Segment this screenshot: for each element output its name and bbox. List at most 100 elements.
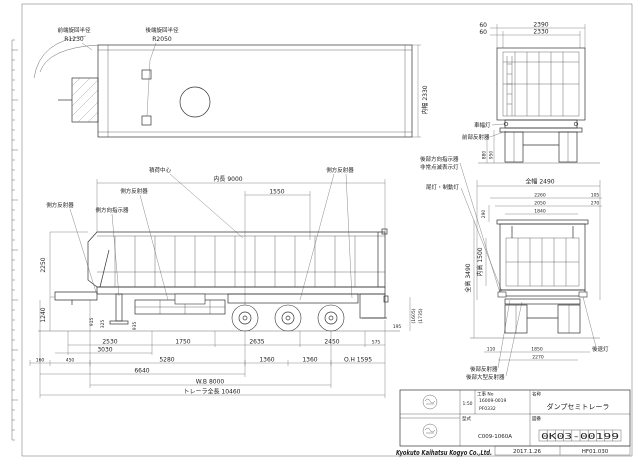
row3-dim: 5280 [159,357,174,364]
plan-square-mark [141,115,152,126]
wheel-centerlines [515,305,570,333]
wheel-centerlines [513,132,569,162]
rear-radius-leader [146,42,157,117]
front-view: 60 2390 60 2330 950 880 車幅灯 前部反射器 [462,22,600,164]
rear-lamp-left [497,291,507,298]
check-stamp [422,423,438,439]
rear-reflector-label: 後部反射器 [470,365,498,373]
load-center-label: 積荷中心 [149,166,172,174]
hazard-lamp-label: 非常点滅表示灯 [420,163,459,171]
overall-width-text: 全幅 2490 [525,178,554,186]
plan-view: 前端旋回半径 R1230 後端旋回半径 R2050 内幅 2330 [33,26,429,138]
leader [345,173,353,299]
tailgate-hinge [381,228,388,235]
side-turn-signal-label: 側方向指示器 [95,206,129,214]
axle-2-hub [281,311,295,325]
inner-width-text: 内幅 2330 [421,85,429,114]
wheelbase-text: W.B 8000 [196,379,225,386]
sheet-border [21,3,633,457]
rear-turn-signal-label: 後部方向指示器 [420,155,459,163]
side-reflector-label: 側方反射器 [326,166,354,174]
overall-height-text: 全高 3490 [464,263,472,292]
width-dim: 2050 [534,201,546,207]
bottom-dim: 2270 [532,355,544,361]
tail-stop-lamp-label: 尾灯・制動灯 [426,183,460,191]
axle-1-hub [238,311,252,325]
rear-lamp [383,295,389,303]
leader [169,173,244,239]
leader [139,194,169,301]
width-dim: 270 [591,201,600,207]
front-ladder [506,56,513,116]
front-wall-ribs [503,52,579,116]
leader [497,299,511,369]
margin-ruler [11,39,18,441]
leader [489,130,507,138]
side-guard-bars [135,300,225,314]
plan-square-mark [141,69,152,80]
job-no: 16009-0019 [479,398,507,404]
height-lower-text: 1240 [40,307,47,322]
overall-length-text: トレーラ全長 10460 [184,388,241,396]
drawing-date: 2017.1.26 [513,449,541,455]
row1-dim: 2530 [102,339,117,346]
front-radius-leader [81,42,93,51]
hoist-cylinder [99,249,110,288]
axle-3-wheel [317,304,345,332]
scale-text: 1:50 [462,401,472,407]
row1-dim: 1750 [175,339,190,346]
front-radius-label: 前端旋回半径 [57,26,91,34]
bottom-dim: 110 [487,347,496,353]
gate-chains [511,226,574,238]
leader [505,301,523,377]
side-reflector-label: 側方反射器 [46,201,74,209]
rear-radius-label: 後端旋回半径 [145,26,179,34]
large-rear-reflector-label: 後部大型反射器 [466,373,505,381]
paren-dim: (1605) [411,308,417,323]
rear-gate-ribs [506,238,579,286]
axle-1-center [242,315,248,321]
inner-length-text: 内長 9000 [213,175,242,183]
revision-row [494,445,631,456]
inner-width-text: 2330 [533,29,548,36]
drawing-no-label: 図番 [532,415,541,422]
leader [460,187,504,295]
side-reflector-label: 側方反射器 [120,187,148,195]
drawing-name: ダンプセミトレーラ [547,402,610,411]
rear-overhang-text: O.H 1595 [344,357,372,364]
revision-code: HF01.030 [582,449,609,455]
row3-dim: 1360 [302,357,317,364]
side-view: 内長 9000 1550 積荷中心 [29,166,424,398]
approval-stamp-signature [424,398,436,405]
sub-no: PF0332 [479,406,496,412]
tool-box [174,293,206,305]
approval-stamp [422,394,438,410]
row3-dim: 450 [66,358,75,364]
load-center-offset-text: 1550 [269,189,284,196]
drawing-no-box-dividers [547,430,613,441]
company-name: Kyokuto Kaihatsu Kogyo Co.,Ltd. [396,449,492,457]
row3-dim: 160 [36,358,45,364]
small-dim: 935 [132,322,138,331]
width-dim: 2260 [534,193,546,199]
width-dim: 105 [591,193,600,199]
leader [69,208,97,293]
axle-3-center [328,315,334,321]
job-no-label: 工事 No [477,391,494,398]
gooseneck-frame [54,291,98,301]
leader [111,213,120,297]
small-dim: 325 [100,320,106,329]
inner-height-text: 内高 1500 [476,247,484,276]
model-label: 型式 [462,415,471,422]
landing-leg-foot [109,320,129,325]
row4-dim: 6640 [134,368,149,375]
rear-radius-value: R2050 [152,36,172,43]
model-text: C009-1060A [478,434,512,440]
bottom-dim-extensions [39,300,386,398]
front-radius-value: R1230 [64,36,84,43]
rear-lamp-right [578,291,588,298]
plan-body-outline [97,44,413,138]
row3-dim: 1360 [259,357,274,364]
check-stamp-signature [424,427,436,434]
title-block-grid [400,390,630,446]
